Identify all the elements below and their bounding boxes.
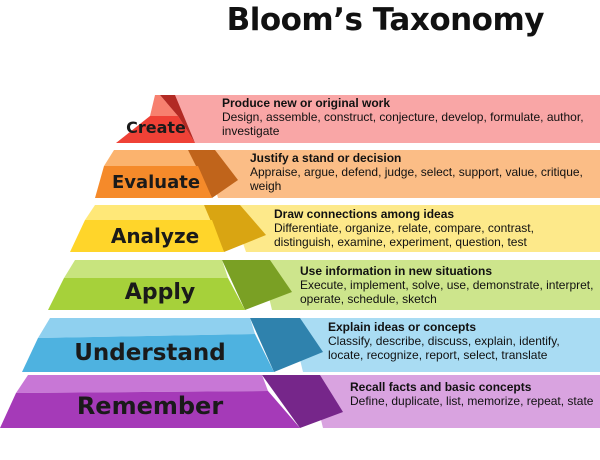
band-understand	[290, 318, 600, 372]
tier-side-create	[160, 95, 195, 143]
tier-front-evaluate	[95, 166, 212, 198]
tier-front-analyze	[70, 220, 224, 252]
description-heading-evaluate: Justify a stand or decision	[250, 151, 402, 165]
tier-side-remember	[262, 375, 343, 428]
tier-side-understand	[250, 318, 323, 372]
description-heading-analyze: Draw connections among ideas	[274, 207, 455, 221]
tier-top-remember	[16, 375, 268, 393]
tier-top-evaluate	[104, 150, 198, 166]
description-heading-apply: Use information in new situations	[300, 264, 493, 278]
description-verbs-understand: Classify, describe, discuss, explain, id…	[328, 334, 560, 362]
description-verbs-create: Design, assemble, construct, conjecture,…	[222, 110, 584, 138]
description-heading-create: Produce new or original work	[222, 96, 391, 110]
band-analyze	[230, 205, 600, 252]
description-verbs-analyze: Differentiate, organize, relate, compare…	[274, 221, 534, 249]
tier-top-apply	[64, 260, 228, 278]
tier-side-evaluate	[188, 150, 238, 198]
tier-label-apply: Apply	[125, 280, 195, 305]
band-create	[165, 95, 600, 143]
tier-front-understand	[22, 334, 274, 372]
description-verbs-apply: Execute, implement, solve, use, demonstr…	[300, 278, 594, 306]
tier-front-apply	[48, 278, 245, 310]
tier-label-remember: Remember	[77, 392, 224, 420]
tier-top-analyze	[85, 205, 212, 220]
band-evaluate	[205, 150, 600, 198]
tier-front-create	[116, 116, 195, 143]
tier-label-understand: Understand	[74, 340, 226, 366]
diagram-title: Bloom’s Taxonomy	[226, 2, 545, 38]
description-verbs-remember: Define, duplicate, list, memorize, repea…	[350, 394, 594, 408]
description-verbs-evaluate: Appraise, argue, defend, judge, select, …	[250, 165, 583, 193]
tier-side-apply	[222, 260, 292, 310]
tier-label-create: Create	[126, 118, 186, 137]
band-apply	[260, 260, 600, 310]
tier-label-evaluate: Evaluate	[112, 172, 200, 193]
description-heading-remember: Recall facts and basic concepts	[350, 380, 532, 394]
tier-front-remember	[0, 391, 300, 428]
tier-top-understand	[38, 318, 255, 338]
tier-top-create	[150, 95, 178, 116]
tier-label-analyze: Analyze	[111, 224, 199, 248]
band-remember	[310, 375, 600, 428]
description-heading-understand: Explain ideas or concepts	[328, 320, 477, 334]
